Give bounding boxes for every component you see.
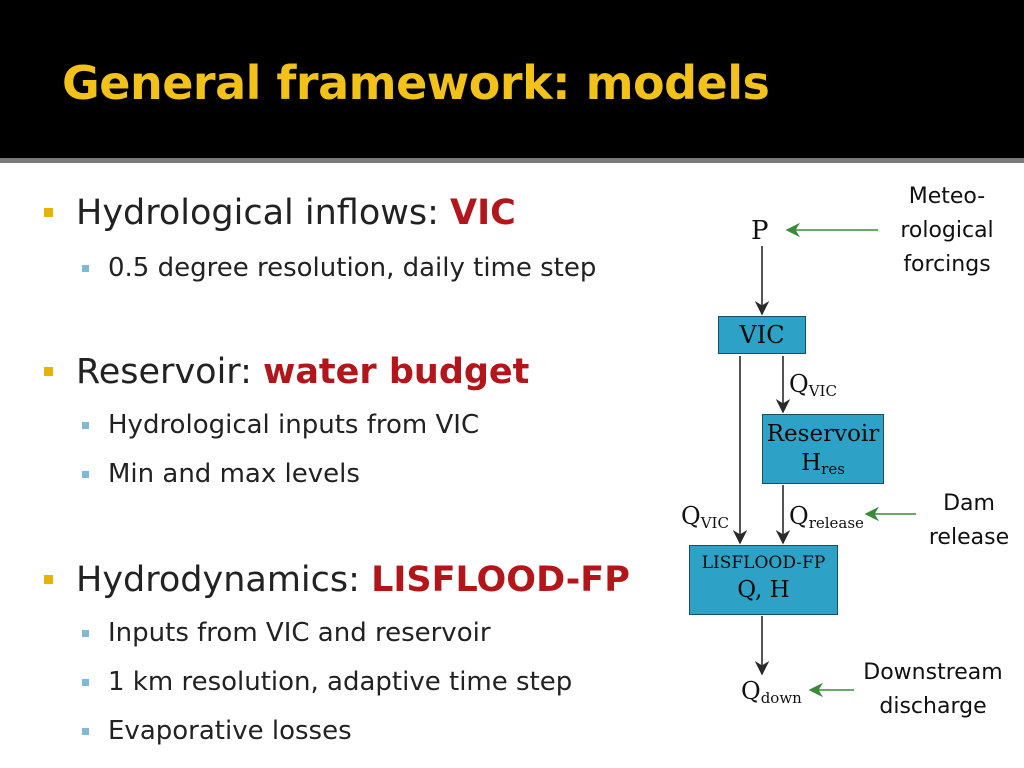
bullet-hydrological-inflows: Hydrological inflows: VIC xyxy=(44,193,516,233)
sub-bullet: Inputs from VIC and reservoir xyxy=(82,618,491,648)
sub-bullet: Hydrological inputs from VIC xyxy=(82,410,480,440)
q-vic-label-2: QVIC xyxy=(681,502,729,532)
reservoir-level-sub: res xyxy=(821,460,845,478)
bullet-highlight: VIC xyxy=(450,193,516,233)
sub-bullet: Min and max levels xyxy=(82,459,360,489)
meteo-forcing-note: Meteo- rological forcings xyxy=(884,180,1010,282)
q-vic-label-1: QVIC xyxy=(789,370,837,400)
reservoir-level-main: H xyxy=(801,450,822,476)
dam-release-note: Dam release xyxy=(918,487,1020,555)
q-down-sub: down xyxy=(760,689,802,707)
q-release-sub: release xyxy=(808,514,864,532)
note-line: rological xyxy=(900,218,994,243)
q-down-main: Q xyxy=(741,677,761,705)
bullet-marker xyxy=(44,208,53,217)
title-divider xyxy=(0,158,1024,163)
reservoir-title: Reservoir xyxy=(766,421,880,447)
bullet-hydrodynamics: Hydrodynamics: LISFLOOD-FP xyxy=(44,560,630,600)
sub-bullet-marker xyxy=(82,265,89,272)
sub-bullet: 0.5 degree resolution, daily time step xyxy=(82,253,597,283)
sub-bullet-text: Hydrological inputs from VIC xyxy=(108,410,480,440)
bullet-reservoir: Reservoir: water budget xyxy=(44,352,530,392)
slide-title: General framework: models xyxy=(62,56,770,110)
sub-bullet: Evaporative losses xyxy=(82,716,352,746)
q-down-label: Qdown xyxy=(741,677,802,707)
lisflood-outputs: Q, H xyxy=(737,577,790,603)
q-release-label: Qrelease xyxy=(789,502,864,532)
sub-bullet-text: Min and max levels xyxy=(108,459,360,489)
note-line: Meteo- xyxy=(908,184,986,209)
reservoir-box: Reservoir Hres xyxy=(762,414,884,484)
q-vic-main: Q xyxy=(681,502,701,530)
sub-bullet-text: Inputs from VIC and reservoir xyxy=(108,618,491,648)
note-line: release xyxy=(928,525,1010,550)
sub-bullet-text: 1 km resolution, adaptive time step xyxy=(108,667,573,697)
note-line: forcings xyxy=(903,252,991,277)
lisflood-box: LISFLOOD-FP Q, H xyxy=(689,545,838,615)
q-vic-main: Q xyxy=(789,370,809,398)
title-bar xyxy=(0,0,1024,158)
sub-bullet-text: 0.5 degree resolution, daily time step xyxy=(108,253,597,283)
sub-bullet: 1 km resolution, adaptive time step xyxy=(82,667,573,697)
vic-box: VIC xyxy=(718,316,806,354)
sub-bullet-marker xyxy=(82,422,89,429)
reservoir-level: Hres xyxy=(763,449,883,484)
sub-bullet-text: Evaporative losses xyxy=(108,716,352,746)
bullet-label: Hydrological inflows: xyxy=(76,193,451,233)
bullet-label: Hydrodynamics: xyxy=(76,560,372,600)
q-vic-sub: VIC xyxy=(808,382,837,400)
downstream-discharge-note: Downstream discharge xyxy=(852,656,1014,724)
precipitation-label: P xyxy=(751,216,769,246)
sub-bullet-marker xyxy=(82,728,89,735)
note-line: Downstream xyxy=(863,660,1003,685)
sub-bullet-marker xyxy=(82,679,89,686)
sub-bullet-marker xyxy=(82,471,89,478)
bullet-marker xyxy=(44,367,53,376)
bullet-list: Hydrological inflows: VIC 0.5 degree res… xyxy=(44,193,630,746)
q-release-main: Q xyxy=(789,502,809,530)
bullet-highlight: water budget xyxy=(262,352,530,392)
note-line: Dam xyxy=(943,491,995,516)
note-line: discharge xyxy=(879,694,987,719)
bullet-marker xyxy=(44,575,53,584)
sub-bullet-marker xyxy=(82,630,89,637)
q-vic-sub: VIC xyxy=(700,514,729,532)
bullet-highlight: LISFLOOD-FP xyxy=(371,560,630,600)
lisflood-title: LISFLOOD-FP xyxy=(701,553,826,573)
bullet-label: Reservoir: xyxy=(76,352,263,392)
